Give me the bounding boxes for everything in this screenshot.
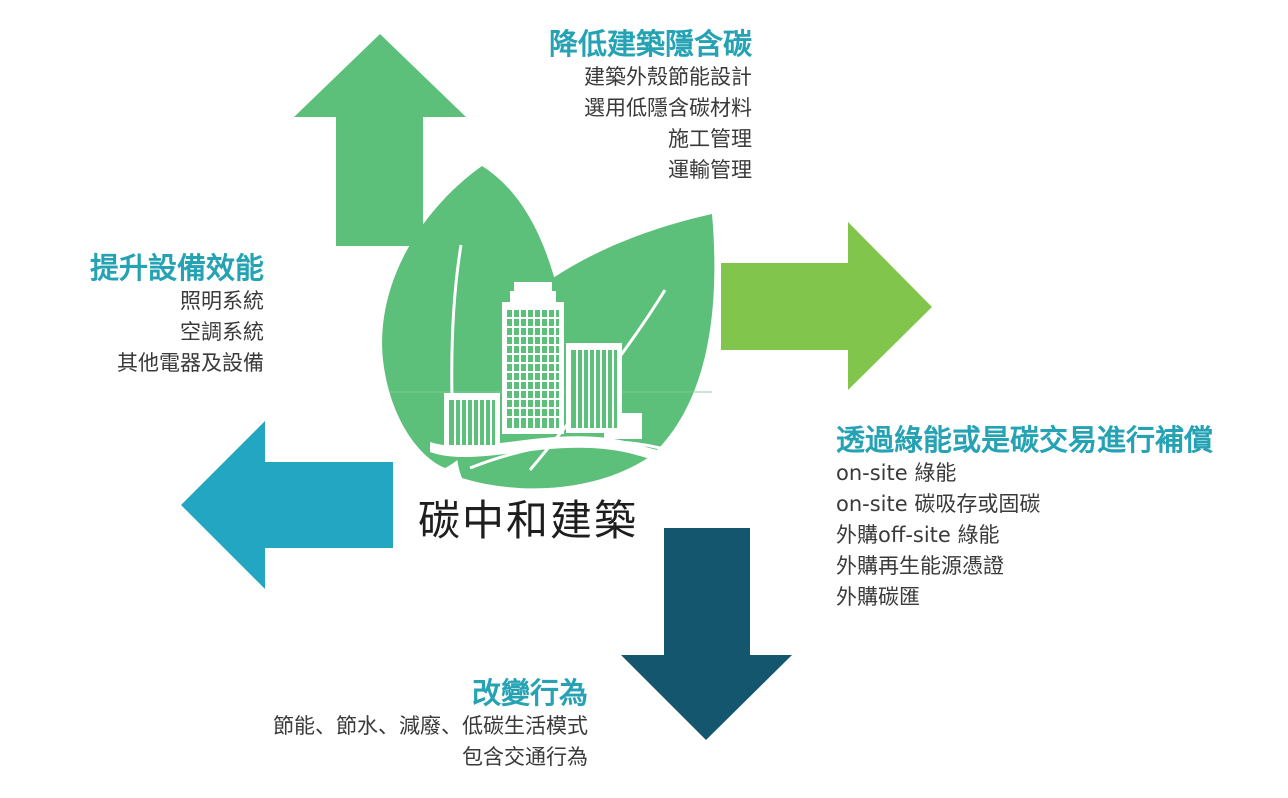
block-equipment-efficiency: 提升設備效能 照明系統 空調系統 其他電器及設備 [90,250,264,379]
block-left-item: 空調系統 [180,320,264,344]
block-bottom-heading: 改變行為 [471,676,588,710]
block-right-items: on-site 綠能 on-site 碳吸存或固碳 外購off-site 綠能 … [836,458,1213,613]
block-right-item: 外購再生能源憑證 [836,554,1004,578]
block-change-behavior: 改變行為 節能、節水、減廢、低碳生活模式 包含交通行為 [273,675,588,773]
block-bottom-items: 節能、節水、減廢、低碳生活模式 包含交通行為 [273,711,588,773]
block-top-item: 運輸管理 [668,158,752,182]
block-left-heading: 提升設備效能 [89,251,264,285]
block-left-item: 照明系統 [180,289,264,313]
block-reduce-embodied-carbon: 降低建築隱含碳 建築外殼節能設計 選用低隱含碳材料 施工管理 運輸管理 [549,26,752,186]
block-offset-compensation: 透過綠能或是碳交易進行補償 on-site 綠能 on-site 碳吸存或固碳 … [836,422,1213,613]
block-left-items: 照明系統 空調系統 其他電器及設備 [90,286,264,379]
block-right-heading: 透過綠能或是碳交易進行補償 [836,423,1214,457]
center-title: 碳中和建築 [418,496,639,545]
block-right-item: on-site 綠能 [836,461,957,485]
block-bottom-item: 包含交通行為 [462,745,588,769]
block-top-item: 選用低隱含碳材料 [584,96,752,120]
leaf-building-icon [382,166,715,489]
block-right-item: 外購off-site 綠能 [836,523,1000,547]
block-top-items: 建築外殼節能設計 選用低隱含碳材料 施工管理 運輸管理 [549,62,752,186]
arrow-up-icon [294,34,466,246]
block-right-item: 外購碳匯 [836,585,920,609]
block-top-item: 建築外殼節能設計 [584,65,752,89]
arrow-left-icon [181,421,393,589]
block-right-item: on-site 碳吸存或固碳 [836,492,1041,516]
block-bottom-item: 節能、節水、減廢、低碳生活模式 [273,714,588,738]
block-left-item: 其他電器及設備 [117,351,264,375]
arrow-right-icon [721,222,932,390]
arrow-down-icon [621,528,792,740]
block-top-heading: 降低建築隱含碳 [548,27,752,61]
block-top-item: 施工管理 [668,127,752,151]
